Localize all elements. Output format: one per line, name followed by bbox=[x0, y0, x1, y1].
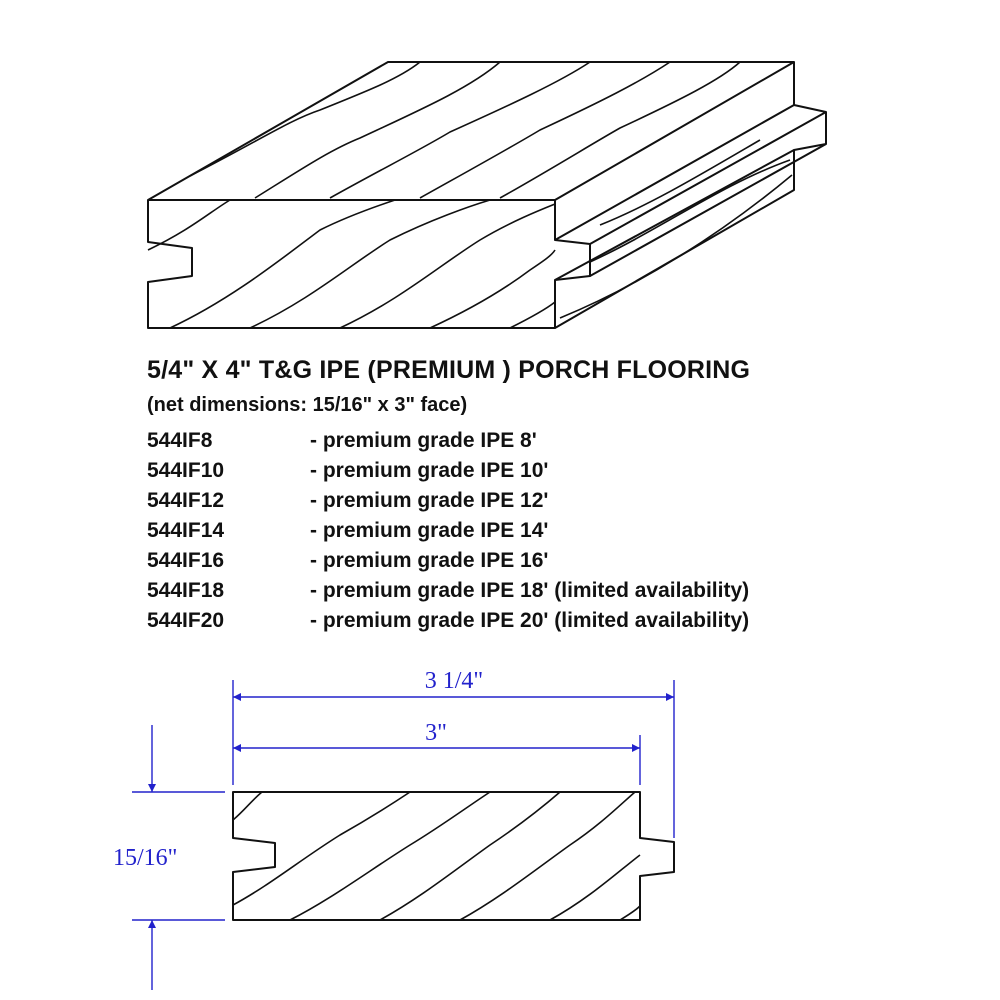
list-item: 544IF12 - premium grade IPE 12' bbox=[147, 486, 749, 516]
top-grain-3 bbox=[329, 61, 591, 199]
net-dimensions-note: (net dimensions: 15/16" x 3" face) bbox=[147, 394, 468, 416]
cross-section-drawing: 3 1/4" 3" 15/16" bbox=[113, 668, 675, 990]
top-grain-4 bbox=[419, 61, 671, 199]
product-code: 544IF8 bbox=[147, 429, 213, 452]
list-item: 544IF16 - premium grade IPE 16' bbox=[147, 546, 749, 576]
front-grain-1 bbox=[147, 199, 231, 251]
side-grain-2 bbox=[559, 174, 793, 319]
list-item: 544IF20 - premium grade IPE 20' (limited … bbox=[147, 606, 749, 636]
product-code: 544IF14 bbox=[147, 519, 225, 542]
product-code: 544IF20 bbox=[147, 609, 225, 632]
board-side-edge bbox=[554, 62, 827, 329]
product-description: - premium grade IPE 20' (limited availab… bbox=[310, 609, 750, 632]
front-grain-6 bbox=[509, 301, 556, 329]
product-code: 544IF12 bbox=[147, 489, 225, 512]
front-grain-3 bbox=[249, 199, 491, 329]
list-item: 544IF18 - premium grade IPE 18' (limited … bbox=[147, 576, 749, 606]
product-code: 544IF10 bbox=[147, 459, 225, 482]
board-front-face bbox=[147, 199, 591, 329]
list-item: 544IF10 - premium grade IPE 10' bbox=[147, 456, 749, 486]
product-description: - premium grade IPE 18' (limited availab… bbox=[310, 579, 750, 602]
top-grain-5 bbox=[499, 61, 741, 199]
front-grain-4 bbox=[339, 203, 556, 329]
overall-width-label: 3 1/4" bbox=[425, 668, 483, 694]
front-grain-5 bbox=[429, 249, 556, 329]
product-description: - premium grade IPE 10' bbox=[310, 459, 549, 482]
board-tongue bbox=[554, 104, 827, 281]
product-description: - premium grade IPE 8' bbox=[310, 429, 537, 452]
dimension-lines bbox=[132, 680, 675, 990]
thickness-label: 15/16" bbox=[113, 845, 177, 871]
product-list: 544IF8 - premium grade IPE 8' 544IF10 - pr… bbox=[147, 426, 749, 636]
top-grain-2 bbox=[254, 61, 501, 199]
product-title: 5/4" X 4" T&G IPE (PREMIUM ) PORCH FLOOR… bbox=[147, 356, 751, 384]
product-code: 544IF18 bbox=[147, 579, 225, 602]
board-top-face bbox=[147, 61, 795, 201]
side-grain-1 bbox=[589, 159, 791, 263]
list-item: 544IF14 - premium grade IPE 14' bbox=[147, 516, 749, 546]
isometric-board-drawing bbox=[147, 61, 827, 329]
list-item: 544IF8 - premium grade IPE 8' bbox=[147, 426, 749, 456]
top-grain-1 bbox=[189, 61, 421, 177]
section-outline bbox=[232, 791, 675, 921]
face-width-label: 3" bbox=[425, 720, 447, 746]
product-description: - premium grade IPE 16' bbox=[310, 549, 549, 572]
product-code: 544IF16 bbox=[147, 549, 225, 572]
front-grain-2 bbox=[169, 199, 396, 329]
section-grain bbox=[232, 791, 641, 921]
side-grain-3 bbox=[599, 139, 761, 226]
product-description: - premium grade IPE 14' bbox=[310, 519, 549, 542]
product-description: - premium grade IPE 12' bbox=[310, 489, 549, 512]
